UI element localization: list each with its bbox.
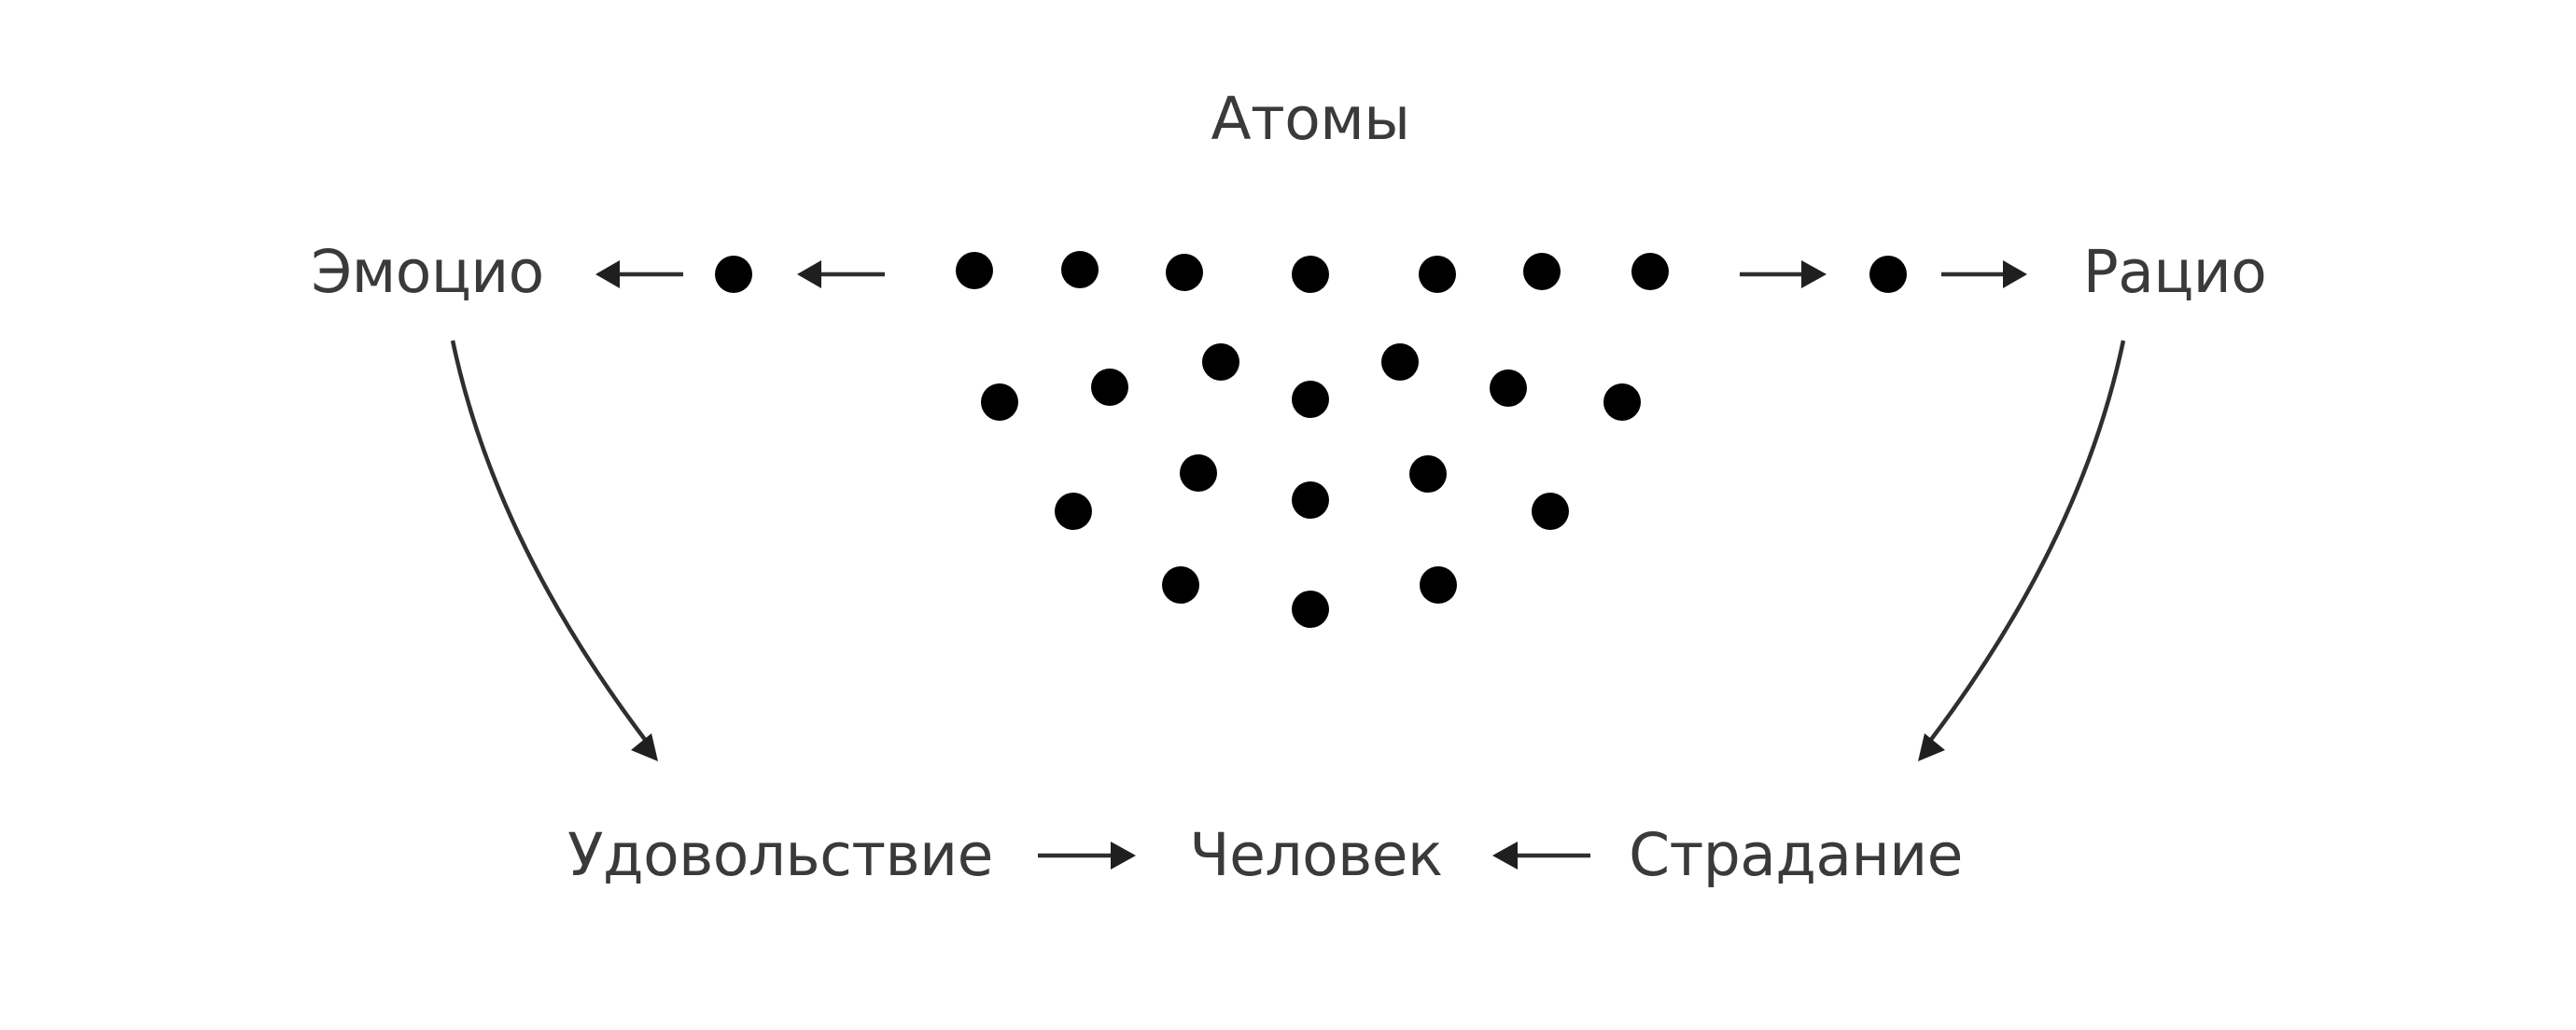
arrow-emotio-to-pleasure bbox=[450, 340, 658, 761]
atom-dot bbox=[1292, 591, 1329, 628]
atom-dot bbox=[1532, 493, 1569, 530]
label-ratio: Рацио bbox=[2083, 238, 2266, 306]
atom-dot bbox=[956, 252, 993, 289]
atom-dot bbox=[1490, 369, 1527, 407]
atom-dot bbox=[1061, 251, 1099, 288]
atom-dot bbox=[1091, 369, 1128, 406]
label-suffering: Страдание bbox=[1629, 821, 1963, 889]
atom-dot bbox=[1292, 256, 1329, 293]
atom-dot bbox=[1162, 566, 1199, 604]
atom-dot bbox=[1180, 454, 1217, 492]
atom-dot bbox=[1381, 343, 1419, 381]
label-emotio: Эмоцио bbox=[311, 238, 543, 306]
atom-dot bbox=[715, 256, 752, 293]
atom-dot bbox=[1166, 254, 1203, 291]
atom-dot bbox=[1292, 381, 1329, 418]
atom-dot bbox=[1420, 566, 1457, 604]
atom-dot bbox=[1869, 256, 1907, 293]
atom-dot bbox=[1055, 493, 1092, 530]
atom-dot bbox=[1292, 481, 1329, 519]
arrow-atoms-to-ratio bbox=[1740, 260, 2027, 288]
atom-dot bbox=[981, 383, 1018, 421]
label-human: Человек bbox=[1189, 821, 1442, 889]
atom-dot bbox=[1603, 383, 1641, 421]
atom-dot bbox=[1631, 253, 1669, 290]
atom-dot bbox=[1202, 343, 1239, 381]
atom-dot bbox=[1409, 455, 1447, 493]
label-atoms: Атомы bbox=[1211, 85, 1409, 153]
arrow-pleasure-to-human bbox=[1038, 842, 1136, 870]
label-pleasure: Удовольствие bbox=[567, 821, 993, 889]
atom-dots bbox=[715, 251, 1907, 628]
arrow-ratio-to-suffering bbox=[1918, 340, 2126, 761]
atom-dot bbox=[1523, 253, 1561, 290]
atom-dot bbox=[1419, 256, 1456, 293]
arrow-atoms-to-emotio bbox=[595, 260, 885, 288]
arrow-suffering-to-human bbox=[1492, 842, 1590, 870]
